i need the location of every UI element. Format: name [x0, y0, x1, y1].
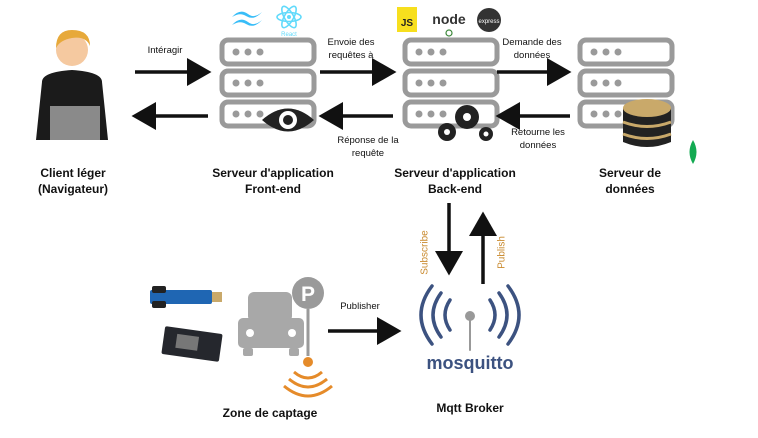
eye-icon [262, 108, 314, 132]
express-logo-icon [477, 8, 501, 32]
js-logo-label: JS [401, 18, 414, 29]
tailwind-logo-icon [232, 11, 262, 26]
parked-car-icon [238, 292, 304, 356]
node-label-backend: Serveur d'application Back-end [394, 166, 516, 196]
backend-server-icon [405, 40, 497, 126]
ir-sensor-module-icon [150, 286, 222, 308]
mosquitto-logo-icon [419, 284, 521, 351]
express-logo-label: express [478, 19, 499, 25]
database-icon [622, 99, 672, 147]
user-laptop-icon [36, 30, 108, 140]
nodemcu-board-icon [161, 326, 223, 362]
gears-icon [438, 105, 493, 141]
node-label-client: Client léger (Navigateur) [37, 166, 108, 196]
edge-label-publisher: Publisher [340, 301, 380, 312]
signal-waves-icon [283, 357, 333, 398]
mosquitto-logo-label: mosquitto [427, 353, 514, 373]
node-label-data: Serveur de données [598, 166, 662, 196]
js-logo-icon [397, 7, 417, 32]
node-label-broker: Mqtt Broker [436, 401, 504, 415]
react-logo-icon [276, 5, 302, 29]
node-logo-label: node [432, 11, 466, 27]
parking-sign-icon [292, 277, 324, 309]
edge-label-publish: Publish [496, 236, 508, 269]
node-label-capture: Zone de captage [222, 406, 318, 420]
edge-label-response: Réponse de la requête [337, 135, 399, 159]
edge-label-subscribe: Subscribe [419, 230, 431, 275]
edge-label-return-data: Retourne les données [511, 127, 565, 151]
parking-sign-label: P [301, 283, 315, 306]
edge-label-interact: Intéragir [147, 45, 183, 56]
node-hex-icon [445, 29, 453, 37]
node-label-frontend: Serveur d'application Front-end [212, 166, 334, 196]
react-logo-label: React [281, 32, 297, 38]
edge-label-request-data: Demande des données [502, 37, 562, 61]
mongodb-leaf-icon [689, 140, 697, 164]
edge-label-send-requests: Envoie des requêtes à [327, 37, 375, 61]
